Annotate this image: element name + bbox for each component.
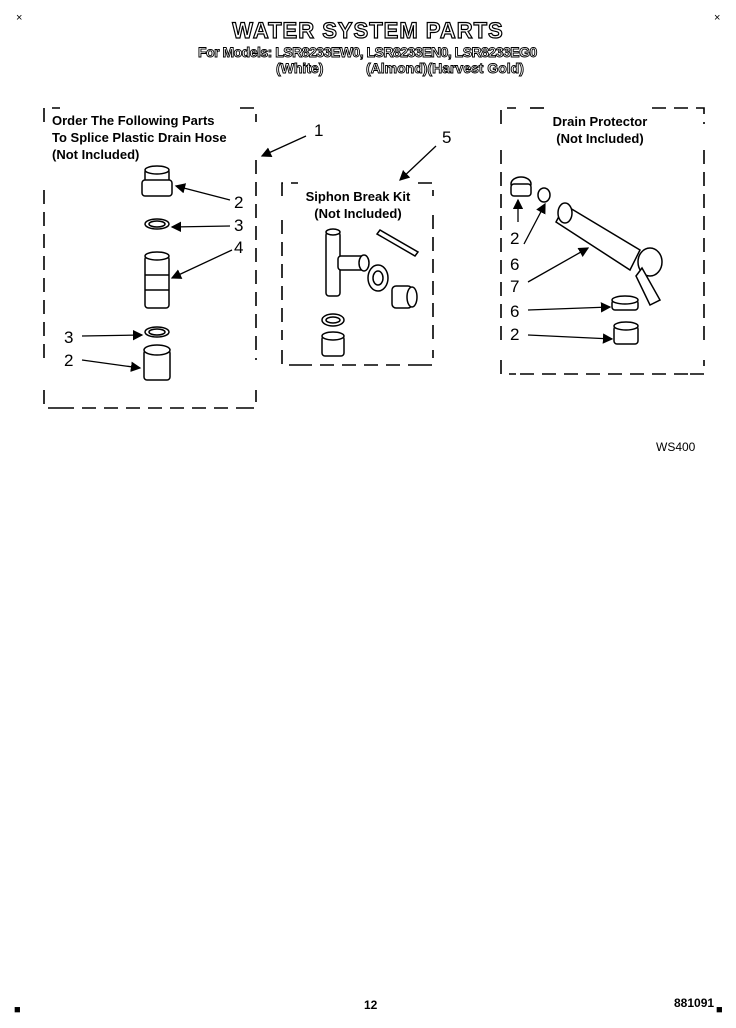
callout-6: 6 xyxy=(510,302,520,321)
callout-7: 7 xyxy=(510,277,520,296)
callout-2: 2 xyxy=(510,229,520,248)
callout-3: 3 xyxy=(64,328,74,347)
color-almond-gold: (Almond)(Harvest Gold) xyxy=(366,60,525,77)
leader-lines xyxy=(81,135,614,372)
callout-3: 3 xyxy=(234,216,244,235)
diagram-code: WS400 xyxy=(656,440,696,454)
page-title: WATER SYSTEM PARTS xyxy=(232,17,504,43)
callout-2: 2 xyxy=(510,325,520,344)
siphon-group-frame xyxy=(281,182,434,366)
callout-6: 6 xyxy=(510,255,520,274)
drain-group-label: Drain Protector (Not Included) xyxy=(552,114,648,146)
page-number: 12 xyxy=(364,998,378,1012)
splice-parts xyxy=(141,165,173,381)
drain-parts xyxy=(510,176,663,345)
corner-mark: × xyxy=(714,12,721,24)
siphon-parts xyxy=(321,228,420,357)
document-number: 881091 xyxy=(674,996,715,1010)
corner-mark: ■ xyxy=(716,1004,723,1016)
callout-2: 2 xyxy=(234,193,244,212)
corner-mark: × xyxy=(16,12,23,24)
drain-group-frame xyxy=(500,107,705,375)
callout-4: 4 xyxy=(234,238,244,257)
callout-5: 5 xyxy=(442,128,452,147)
callout-2: 2 xyxy=(64,351,74,370)
siphon-group-label: Siphon Break Kit (Not Included) xyxy=(305,189,411,221)
corner-mark: ■ xyxy=(14,1004,21,1016)
splice-group-label: Order The Following Parts To Splice Plas… xyxy=(52,113,227,162)
color-white: (White) xyxy=(276,60,324,77)
model-list: For Models: LSR8233EW0, LSR8233EN0, LSR8… xyxy=(198,44,538,61)
callout-1: 1 xyxy=(314,121,324,140)
splice-group-frame xyxy=(43,107,257,409)
